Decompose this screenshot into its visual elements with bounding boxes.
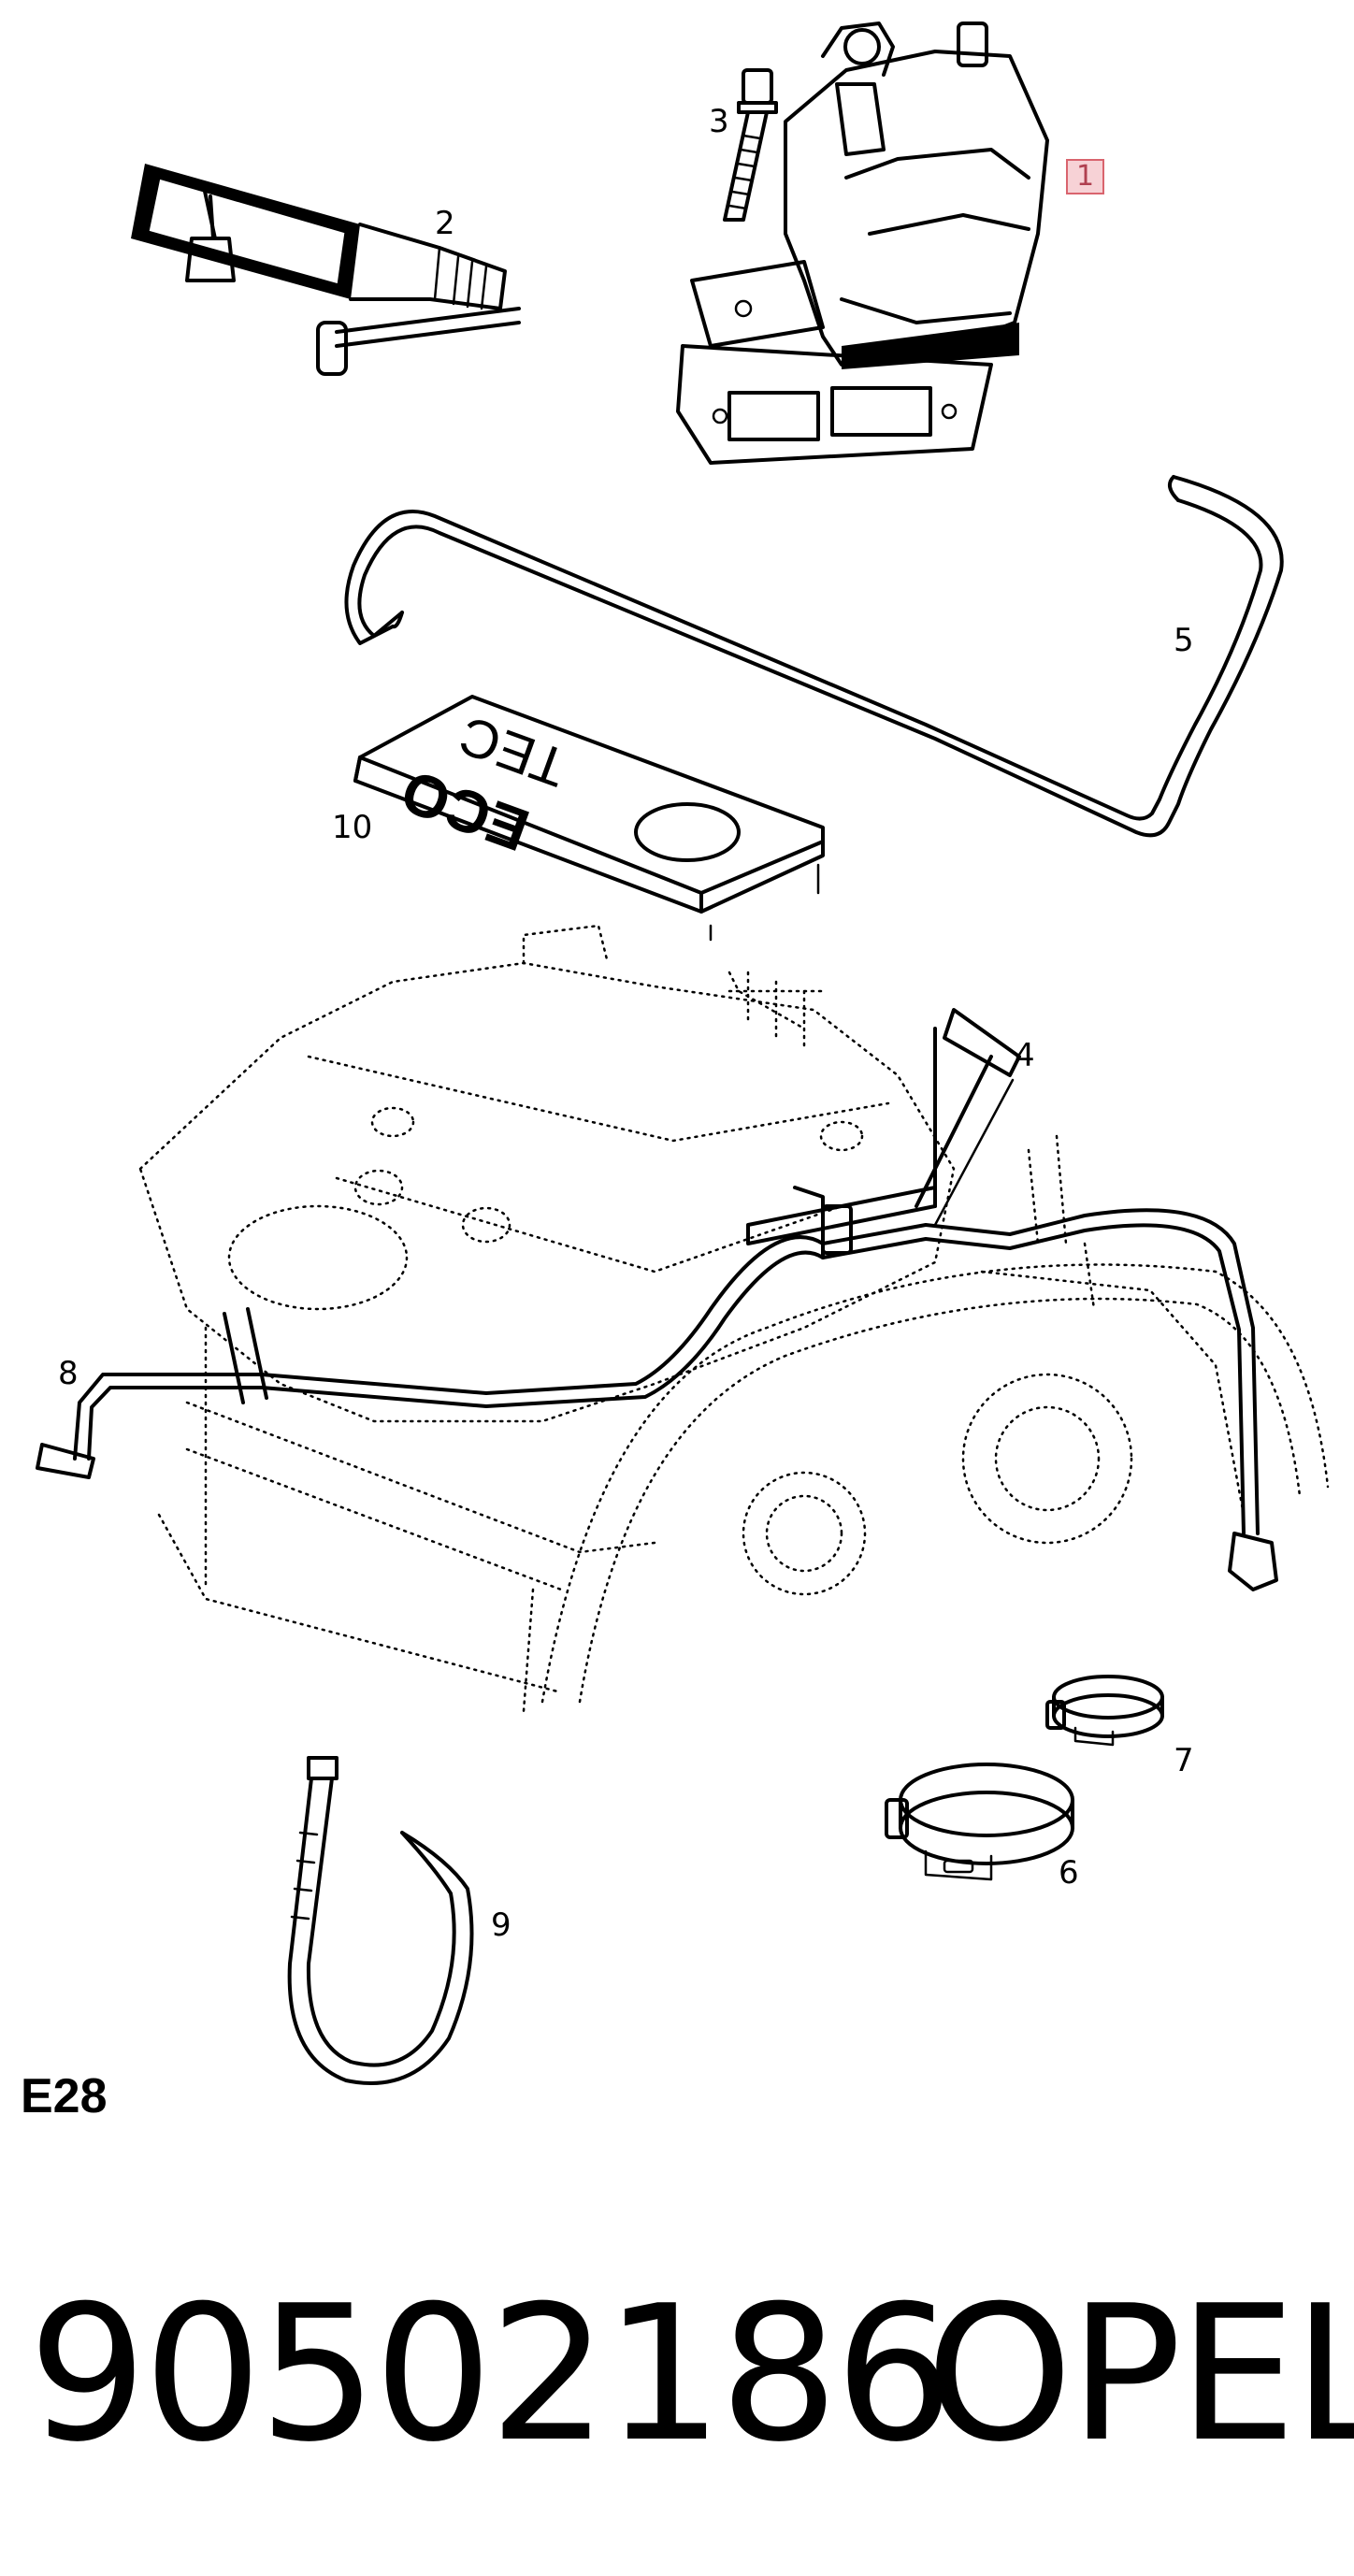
parts-diagram: ECO TEC xyxy=(36,22,1330,2085)
part-3-bolt xyxy=(723,68,778,222)
callout-6[interactable]: 6 xyxy=(1059,1854,1079,1892)
callout-5[interactable]: 5 xyxy=(1174,622,1194,659)
engine-outline xyxy=(138,924,1330,1713)
part-1-valve-assembly xyxy=(676,22,1049,465)
part-10-cover-plate: ECO TEC xyxy=(353,695,825,942)
callout-1[interactable]: 1 xyxy=(1066,159,1105,194)
part-6-hose-clamp-large xyxy=(885,1763,1074,1881)
part-number: 90502186 xyxy=(28,2266,954,2483)
leader-lines xyxy=(933,1078,1015,1227)
callout-7[interactable]: 7 xyxy=(1174,1742,1194,1779)
part-2-sealant-tube xyxy=(131,164,521,376)
part-7-hose-clamp-small xyxy=(1045,1675,1164,1747)
callout-2[interactable]: 2 xyxy=(435,205,455,242)
part-9-cable-tie xyxy=(287,1756,474,2085)
diagram-code: E28 xyxy=(21,2069,108,2123)
callout-8[interactable]: 8 xyxy=(58,1355,79,1392)
part-4-vacuum-line xyxy=(36,1008,1278,1591)
callout-10[interactable]: 10 xyxy=(332,809,373,846)
part-5-hose xyxy=(344,475,1284,838)
callout-3[interactable]: 3 xyxy=(709,103,729,140)
callout-9[interactable]: 9 xyxy=(491,1907,511,1944)
callout-4[interactable]: 4 xyxy=(1015,1037,1035,1074)
brand-name: OPEL xyxy=(926,2266,1354,2483)
